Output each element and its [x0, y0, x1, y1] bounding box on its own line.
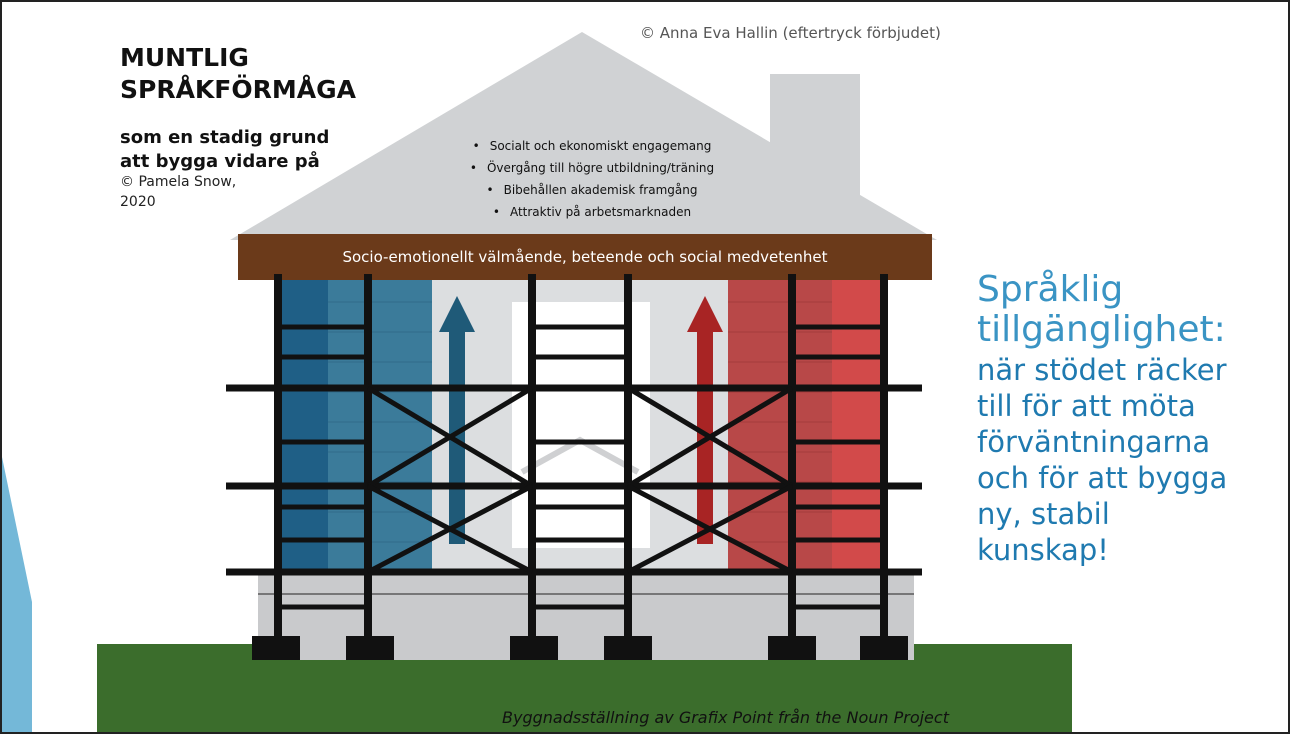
side-heading: Språklig tillgänglighet: [977, 270, 1226, 350]
copyright-top: © Anna Eva Hallin (eftertryck förbjudet) [640, 24, 941, 42]
up-arrow-red-icon [687, 296, 723, 544]
list-item: Socialt och ekonomiskt engagemang [442, 135, 742, 157]
author-credit: © Pamela Snow, 2020 [120, 172, 236, 212]
title-line: SPRÅKFÖRMÅGA [120, 75, 356, 104]
side-body-line: när stödet räcker [977, 353, 1227, 387]
list-item: Attraktiv på arbetsmarknaden [442, 201, 742, 223]
beam-label: Socio-emotionellt välmående, beteende oc… [342, 248, 828, 266]
title: MUNTLIG SPRÅKFÖRMÅGA [120, 42, 356, 106]
side-heading-line: tillgänglighet: [977, 309, 1226, 350]
side-body-line: och för att bygga [977, 461, 1228, 495]
side-body-line: ny, stabil [977, 497, 1110, 531]
subtitle: som en stadig grund att bygga vidare på [120, 126, 329, 174]
side-body-line: förväntningarna [977, 425, 1211, 459]
up-arrow-blue-icon [439, 296, 475, 544]
side-heading-line: Språklig [977, 269, 1124, 310]
subtitle-line: som en stadig grund [120, 127, 330, 148]
side-body-line: kunskap! [977, 533, 1109, 567]
title-line: MUNTLIG [120, 43, 249, 72]
scaffolding [226, 274, 922, 650]
side-body-line: till för att möta [977, 389, 1196, 423]
credit-line: 2020 [120, 194, 156, 210]
red-brick-wall [728, 280, 886, 570]
subtitle-line: att bygga vidare på [120, 151, 320, 172]
side-body: när stödet räcker till för att möta förv… [977, 352, 1227, 568]
chimney [770, 74, 860, 214]
roof-outcomes-list: Socialt och ekonomiskt engagemang Övergå… [442, 135, 742, 223]
credit-line: © Pamela Snow, [120, 174, 237, 190]
ground [97, 644, 1072, 732]
blue-brick-wall [274, 280, 432, 570]
beam [238, 234, 932, 280]
scaffold-footings [252, 636, 908, 660]
left-accent-shape [2, 457, 32, 732]
list-item: Bibehållen akademisk framgång [442, 179, 742, 201]
image-attribution: Byggnadsställning av Grafix Point från t… [502, 708, 949, 727]
list-item: Övergång till högre utbildning/träning [442, 157, 742, 179]
